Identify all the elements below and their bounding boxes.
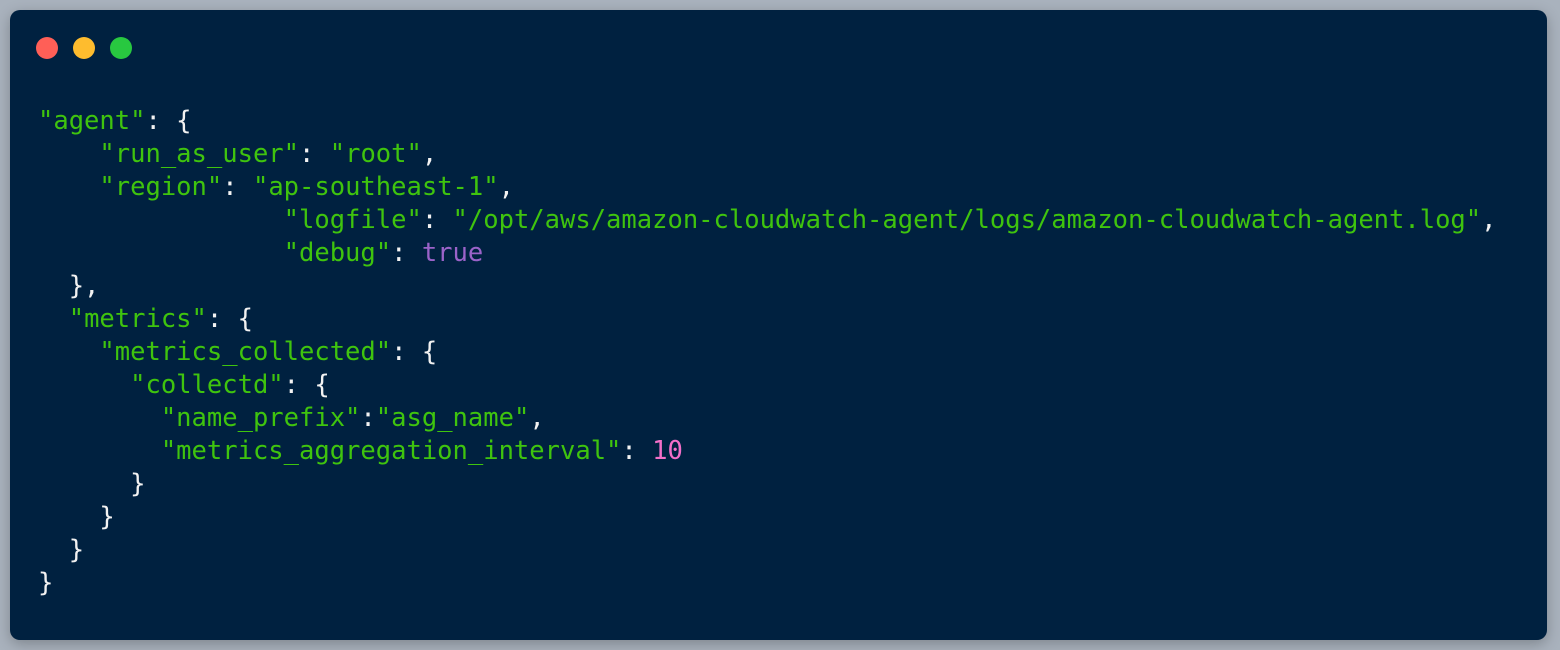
json-punctuation-token: , <box>421 139 438 169</box>
code-line: "region": "ap-southeast-1", <box>38 171 1497 204</box>
json-punctuation-token: , <box>498 172 514 202</box>
json-string-token: "ap-southeast-1" <box>252 172 499 202</box>
json-punctuation-token: : { <box>283 370 330 400</box>
json-string-token: "logfile" <box>283 205 422 235</box>
json-punctuation-token: }, <box>38 271 100 301</box>
json-punctuation-token <box>38 403 161 433</box>
maximize-window-button[interactable] <box>110 37 132 59</box>
json-code-block: "agent": { "run_as_user": "root", "regio… <box>38 105 1497 600</box>
json-punctuation-token <box>38 436 161 466</box>
code-line: "metrics_aggregation_interval": 10 <box>38 435 1497 468</box>
json-punctuation-token: } <box>38 568 54 598</box>
json-boolean-token: true <box>421 238 484 268</box>
json-string-token: "region" <box>99 172 223 202</box>
json-punctuation-token <box>38 337 99 367</box>
json-punctuation-token: : <box>421 205 453 235</box>
json-punctuation-token <box>38 370 130 400</box>
json-punctuation-token <box>38 205 284 235</box>
code-line: "metrics": { <box>38 303 1497 336</box>
json-punctuation-token: : <box>621 436 653 466</box>
json-string-token: "/opt/aws/amazon-cloudwatch-agent/logs/a… <box>452 205 1482 235</box>
json-punctuation-token: : <box>299 139 330 169</box>
code-line: } <box>38 534 1497 567</box>
code-line: "debug": true <box>38 237 1497 270</box>
code-line: "run_as_user": "root", <box>38 138 1497 171</box>
code-line: "collectd": { <box>38 369 1497 402</box>
json-punctuation-token: } <box>38 502 115 532</box>
json-punctuation-token: : { <box>145 106 192 136</box>
minimize-window-button[interactable] <box>73 37 95 59</box>
json-punctuation-token: : <box>391 238 422 268</box>
json-string-token: "metrics_collected" <box>99 337 392 367</box>
json-number-token: 10 <box>652 436 683 466</box>
code-line: "logfile": "/opt/aws/amazon-cloudwatch-a… <box>38 204 1497 237</box>
json-punctuation-token: , <box>529 403 545 433</box>
json-string-token: "name_prefix" <box>160 403 361 433</box>
code-line: "agent": { <box>38 105 1497 138</box>
code-line: } <box>38 468 1497 501</box>
json-string-token: "metrics" <box>68 304 207 334</box>
json-punctuation-token <box>38 172 99 202</box>
close-window-button[interactable] <box>36 37 58 59</box>
json-string-token: "run_as_user" <box>99 139 300 169</box>
code-line: }, <box>38 270 1497 303</box>
json-punctuation-token: , <box>1481 205 1497 235</box>
json-punctuation-token <box>38 139 99 169</box>
json-string-token: "debug" <box>283 238 392 268</box>
json-punctuation-token: : <box>222 172 253 202</box>
json-string-token: "collectd" <box>130 370 284 400</box>
json-punctuation-token: } <box>38 469 146 499</box>
json-string-token: "asg_name" <box>375 403 530 433</box>
json-punctuation-token <box>38 304 69 334</box>
json-string-token: "metrics_aggregation_interval" <box>160 436 622 466</box>
json-string-token: "agent" <box>38 106 146 136</box>
code-window: "agent": { "run_as_user": "root", "regio… <box>10 10 1547 640</box>
code-line: "name_prefix":"asg_name", <box>38 402 1497 435</box>
json-punctuation-token: : { <box>206 304 253 334</box>
code-line: } <box>38 567 1497 600</box>
json-string-token: "root" <box>329 139 422 169</box>
json-punctuation-token: : <box>360 403 376 433</box>
json-punctuation-token: } <box>38 535 85 565</box>
json-punctuation-token <box>38 238 284 268</box>
code-line: } <box>38 501 1497 534</box>
code-line: "metrics_collected": { <box>38 336 1497 369</box>
json-punctuation-token: : { <box>391 337 438 367</box>
